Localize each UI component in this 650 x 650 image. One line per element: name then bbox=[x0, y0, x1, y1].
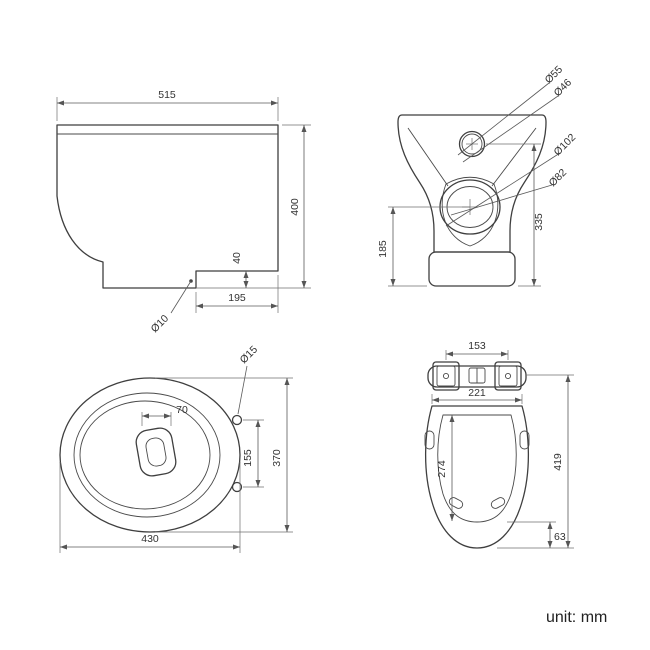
dim-label: 70 bbox=[176, 404, 188, 416]
leader-line bbox=[170, 280, 192, 314]
dim-label: 63 bbox=[554, 531, 566, 543]
outlet-outer bbox=[135, 427, 177, 477]
hinge-block-right bbox=[494, 361, 522, 391]
unit-label: unit: mm bbox=[546, 609, 607, 626]
dim-label: 274 bbox=[436, 460, 448, 478]
hinge-screw-right bbox=[504, 372, 512, 380]
callout-inlet-outer: Ø55 bbox=[457, 64, 565, 156]
seat-outer-edge bbox=[424, 405, 530, 549]
dim-label: 185 bbox=[377, 240, 389, 258]
hinge-block-right-inner bbox=[498, 365, 518, 387]
dim-label: 419 bbox=[552, 453, 564, 471]
callout-outlet-inner: Ø82 bbox=[450, 167, 569, 216]
trap-shield-outline bbox=[441, 176, 499, 247]
fixing-hole bbox=[231, 481, 243, 493]
dim-fixing-hole-spacing: 155 bbox=[242, 419, 264, 488]
hinge-bar bbox=[427, 365, 527, 388]
pan-base bbox=[428, 251, 516, 287]
hinge-block-left-inner bbox=[436, 365, 456, 387]
bowl-interior-line bbox=[491, 127, 537, 187]
dim-label: Ø15 bbox=[238, 344, 261, 367]
dim-hinge-centres: 153 bbox=[445, 340, 509, 360]
dim-outlet-width: 70 bbox=[141, 404, 188, 426]
leader-line bbox=[237, 365, 248, 415]
seat-side-pad-left bbox=[424, 430, 435, 450]
seat-view: 153 221 274 419 63 bbox=[424, 340, 574, 549]
dim-label: Ø102 bbox=[552, 131, 579, 158]
dim-label: 515 bbox=[158, 89, 176, 101]
dim-pan-length: 430 bbox=[59, 462, 241, 553]
dim-label: Ø10 bbox=[149, 313, 172, 336]
dim-label: 40 bbox=[231, 252, 243, 264]
dim-recess-height: 40 bbox=[231, 252, 249, 288]
pan-front-profile bbox=[397, 114, 547, 253]
seat-inner-edge bbox=[437, 414, 517, 523]
pan-side-profile bbox=[56, 124, 279, 289]
callout-fixing-hole: Ø15 bbox=[237, 344, 261, 415]
seat-bumper-right bbox=[490, 497, 506, 509]
inlet-hole-outer bbox=[458, 130, 486, 158]
leader-line bbox=[445, 152, 561, 227]
bowl-interior-line bbox=[407, 127, 449, 187]
pan-rim-inner bbox=[73, 392, 221, 518]
pan-rim-outer bbox=[59, 377, 241, 533]
dim-outlet-height: 185 bbox=[377, 206, 470, 287]
front-view: Ø55 Ø46 Ø102 Ø82 335 185 bbox=[377, 64, 579, 287]
leader-line bbox=[457, 82, 550, 156]
bowl-water-line bbox=[79, 400, 211, 510]
seat-bumper-left bbox=[448, 497, 464, 509]
dim-label: 430 bbox=[141, 533, 159, 545]
dim-label: 335 bbox=[533, 213, 545, 231]
seat-side-pad-right bbox=[519, 430, 530, 450]
side-view: 515 400 40 195 Ø10 bbox=[56, 89, 311, 336]
dim-pan-width: 370 bbox=[155, 377, 293, 533]
dim-overall-depth: 515 bbox=[56, 89, 279, 121]
dim-inner-length: 274 bbox=[436, 415, 455, 521]
dim-label: 155 bbox=[242, 449, 254, 467]
dim-label: 400 bbox=[289, 198, 301, 216]
leader-line bbox=[450, 184, 553, 216]
leader-line bbox=[462, 95, 559, 163]
dim-overall-height: 400 bbox=[196, 124, 311, 289]
dim-front-offset: 63 bbox=[507, 521, 566, 548]
dim-seat-length: 419 bbox=[497, 374, 574, 549]
fixing-hole bbox=[231, 414, 243, 426]
outlet-inner bbox=[145, 437, 167, 467]
inlet-hole-inner bbox=[461, 133, 483, 155]
dim-label: 221 bbox=[468, 387, 486, 399]
dim-base-recess-depth: 195 bbox=[195, 275, 279, 313]
outlet-opening bbox=[135, 427, 177, 477]
hinge-screw-left bbox=[442, 372, 450, 380]
hinge-block-left bbox=[432, 361, 460, 391]
dim-label: 195 bbox=[228, 292, 246, 304]
dim-label: 370 bbox=[271, 449, 283, 467]
dim-label: 153 bbox=[468, 340, 486, 352]
dim-seat-top-width: 221 bbox=[431, 387, 523, 404]
dim-inlet-height: 335 bbox=[486, 143, 545, 287]
top-view: 70 Ø15 155 370 430 bbox=[59, 344, 293, 553]
